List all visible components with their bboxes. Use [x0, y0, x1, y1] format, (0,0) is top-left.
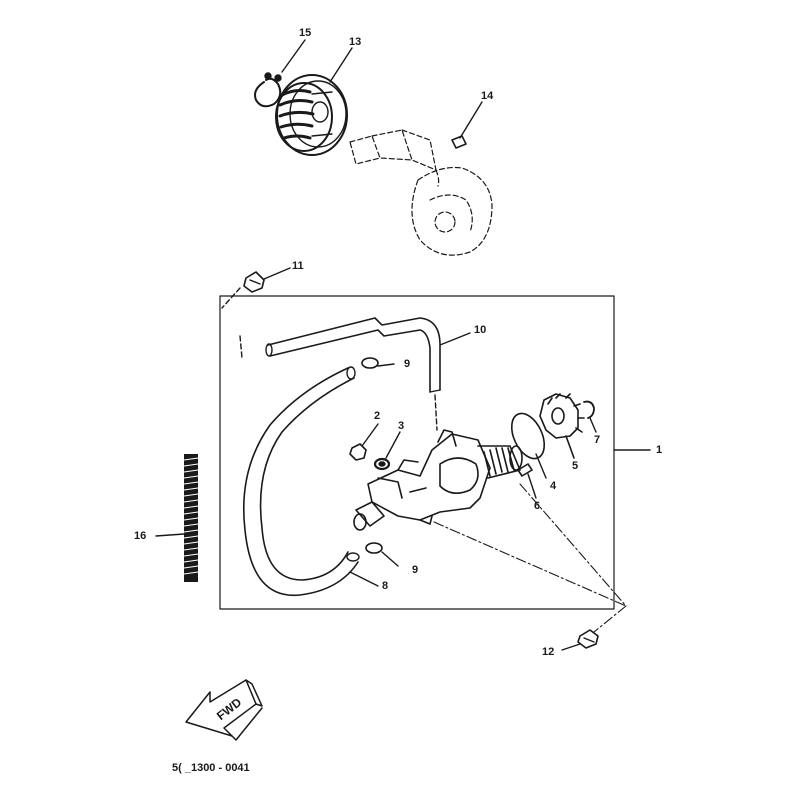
hose-part-8	[242, 366, 379, 597]
leader-13	[329, 47, 353, 83]
callout-13: 13	[349, 36, 362, 48]
gear-part-5	[539, 393, 585, 459]
screw-part-2	[349, 423, 379, 461]
crankcase-phantom	[349, 129, 493, 256]
callout-9-lower: 9	[412, 564, 419, 576]
oil-pump-body	[353, 429, 491, 531]
circlip-part-7	[583, 400, 597, 433]
callout-7: 7	[594, 434, 601, 446]
diagram-code: 5( _1300 - 0041	[172, 762, 250, 774]
callout-12: 12	[542, 646, 555, 658]
spring-part-16	[155, 454, 199, 582]
callout-11: 11	[292, 260, 304, 272]
callout-2: 2	[374, 410, 381, 422]
callout-16: 16	[134, 530, 147, 542]
leader-15	[281, 39, 306, 73]
fwd-arrow-icon	[185, 679, 263, 741]
woodruff-key-part-14	[451, 101, 483, 149]
pump-shaft	[477, 445, 523, 479]
callout-5: 5	[572, 460, 579, 472]
hose-part-10	[239, 317, 471, 431]
callout-3: 3	[398, 420, 405, 432]
pulley-part-13	[275, 74, 348, 156]
clip-part-9-lower	[365, 542, 399, 567]
bolt-part-11	[243, 267, 291, 293]
phantom-11	[221, 287, 241, 309]
callout-9-upper: 9	[404, 358, 411, 370]
callout-6: 6	[534, 500, 541, 512]
assembly-phantom-lines	[433, 483, 627, 633]
bolt-part-12	[561, 629, 599, 651]
callout-1: 1	[656, 444, 663, 456]
o-ring-part-4	[510, 412, 547, 479]
washer-part-3	[373, 431, 401, 471]
pin-part-6	[517, 463, 537, 499]
circlip-part-15	[254, 72, 282, 108]
callout-10: 10	[474, 324, 487, 336]
callout-14: 14	[481, 90, 494, 102]
clip-part-9-upper	[361, 357, 395, 369]
callout-8: 8	[382, 580, 389, 592]
callout-4: 4	[550, 480, 557, 492]
kit-box	[219, 295, 615, 610]
callout-15: 15	[299, 27, 312, 39]
